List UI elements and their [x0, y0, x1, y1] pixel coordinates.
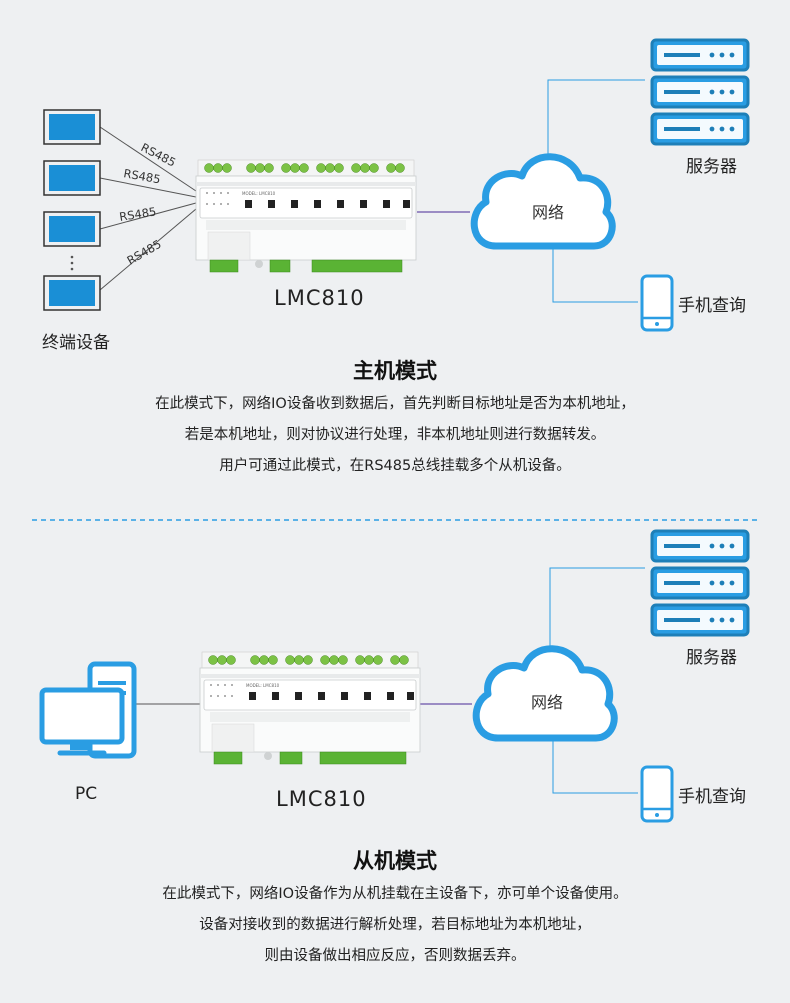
terminal-icon	[43, 275, 101, 311]
device-model-label: LMC810	[276, 787, 367, 811]
rs485-link-2	[99, 177, 197, 198]
mode-heading-slave: 从机模式	[353, 849, 437, 873]
mode-description-master: 在此模式下，网络IO设备收到数据后，首先判断目标地址是否为本机地址， 若是本机地…	[0, 389, 790, 482]
cloud-server-link-1	[547, 79, 645, 158]
rs485-link-1	[99, 126, 197, 192]
description-line: 则由设备做出相应反应，否则数据丢弃。	[264, 948, 526, 964]
lmc810-device-icon: MODEL: LMC810	[195, 159, 417, 273]
terminal-icon	[43, 211, 101, 247]
description-line: 在此模式下，网络IO设备作为从机挂载在主设备下，亦可单个设备使用。	[162, 886, 628, 902]
rs485-link-3	[99, 202, 197, 230]
phone-icon	[640, 274, 674, 332]
description-line: 若是本机地址，则对协议进行处理，非本机地址则进行数据转发。	[184, 427, 606, 443]
cloud-icon: 网络	[470, 153, 616, 250]
cloud-phone-link-1	[552, 244, 638, 303]
cloud-phone-link-2	[552, 736, 638, 794]
cloud-label: 网络	[531, 693, 563, 712]
description-line: 在此模式下，网络IO设备收到数据后，首先判断目标地址是否为本机地址，	[155, 396, 635, 412]
phone-icon	[640, 765, 674, 823]
terminal-icon	[43, 109, 101, 145]
phone-label: 手机查询	[678, 787, 746, 807]
mode-description-slave: 在此模式下，网络IO设备作为从机挂载在主设备下，亦可单个设备使用。 设备对接收到…	[0, 879, 790, 972]
device-model-text: MODEL: LMC810	[246, 683, 280, 688]
rs485-label-3: RS485	[118, 204, 157, 224]
device-model-label: LMC810	[274, 286, 365, 310]
description-line: 设备对接收到的数据进行解析处理，若目标地址为本机地址，	[199, 917, 591, 933]
terminals-label: 终端设备	[42, 333, 110, 353]
rs485-label-4: RS485	[125, 237, 164, 268]
terminal-device-icons	[43, 109, 101, 311]
server-label: 服务器	[686, 648, 737, 668]
mode-heading-master: 主机模式	[353, 359, 437, 383]
terminal-icon	[43, 160, 101, 196]
pc-label: PC	[75, 784, 98, 804]
rs485-label-2: RS485	[122, 166, 161, 186]
phone-label: 手机查询	[678, 296, 746, 316]
pc-icon	[39, 661, 137, 759]
cloud-label: 网络	[532, 203, 564, 222]
rs485-label-1: RS485	[139, 140, 179, 169]
rs485-links	[99, 126, 197, 291]
rs485-link-4	[99, 208, 197, 291]
cloud-icon: 网络	[472, 645, 618, 742]
cloud-server-link-2	[549, 567, 645, 650]
device-model-text: MODEL: LMC810	[242, 191, 276, 196]
server-icon	[650, 38, 750, 146]
description-line: 用户可通过此模式，在RS485总线挂载多个从机设备。	[219, 458, 571, 474]
server-label: 服务器	[686, 157, 737, 177]
lmc810-device-icon: MODEL: LMC810	[199, 651, 421, 765]
ellipsis-dots-icon	[70, 255, 74, 271]
server-icon	[650, 529, 750, 637]
